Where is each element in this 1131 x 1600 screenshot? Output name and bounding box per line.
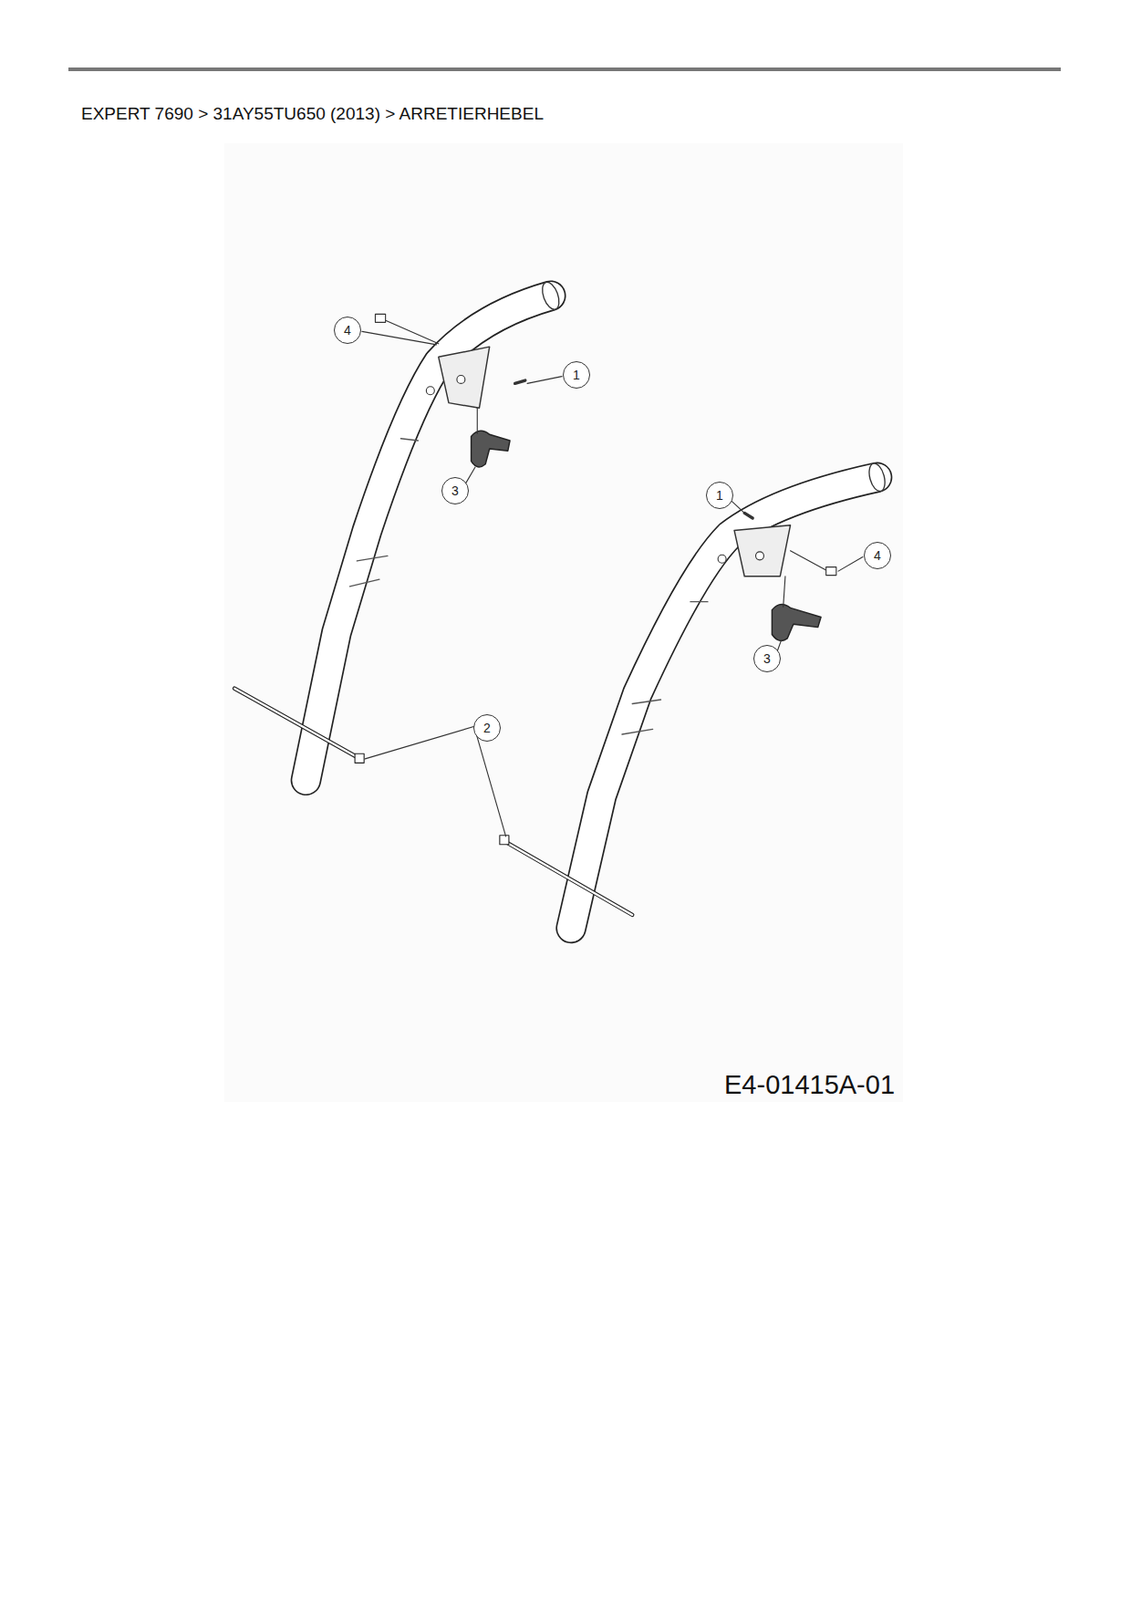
callout-number: 1 [572,368,581,382]
callout-number: 3 [763,652,771,665]
callout-circle: 1 [562,361,591,389]
callout-number: 2 [483,721,491,735]
callout-circle: 3 [441,477,469,505]
callout-number: 4 [343,323,352,337]
callout-circle: 4 [863,541,892,570]
callout-circle: 2 [473,714,501,742]
callout-circle: 3 [753,644,781,673]
callout-circle: 1 [705,481,734,509]
page-title: EXPERT 7690 > 31AY55TU650 (2013) > ARRET… [81,103,544,125]
drawing-number: E4-01415A-01 [724,1069,895,1100]
drawing-ground [224,143,903,1102]
header-rule [68,67,1061,72]
callout-number: 1 [715,488,724,502]
callout-number: 4 [873,549,882,562]
callout-number: 3 [451,484,459,498]
callout-circle: 4 [333,316,362,344]
